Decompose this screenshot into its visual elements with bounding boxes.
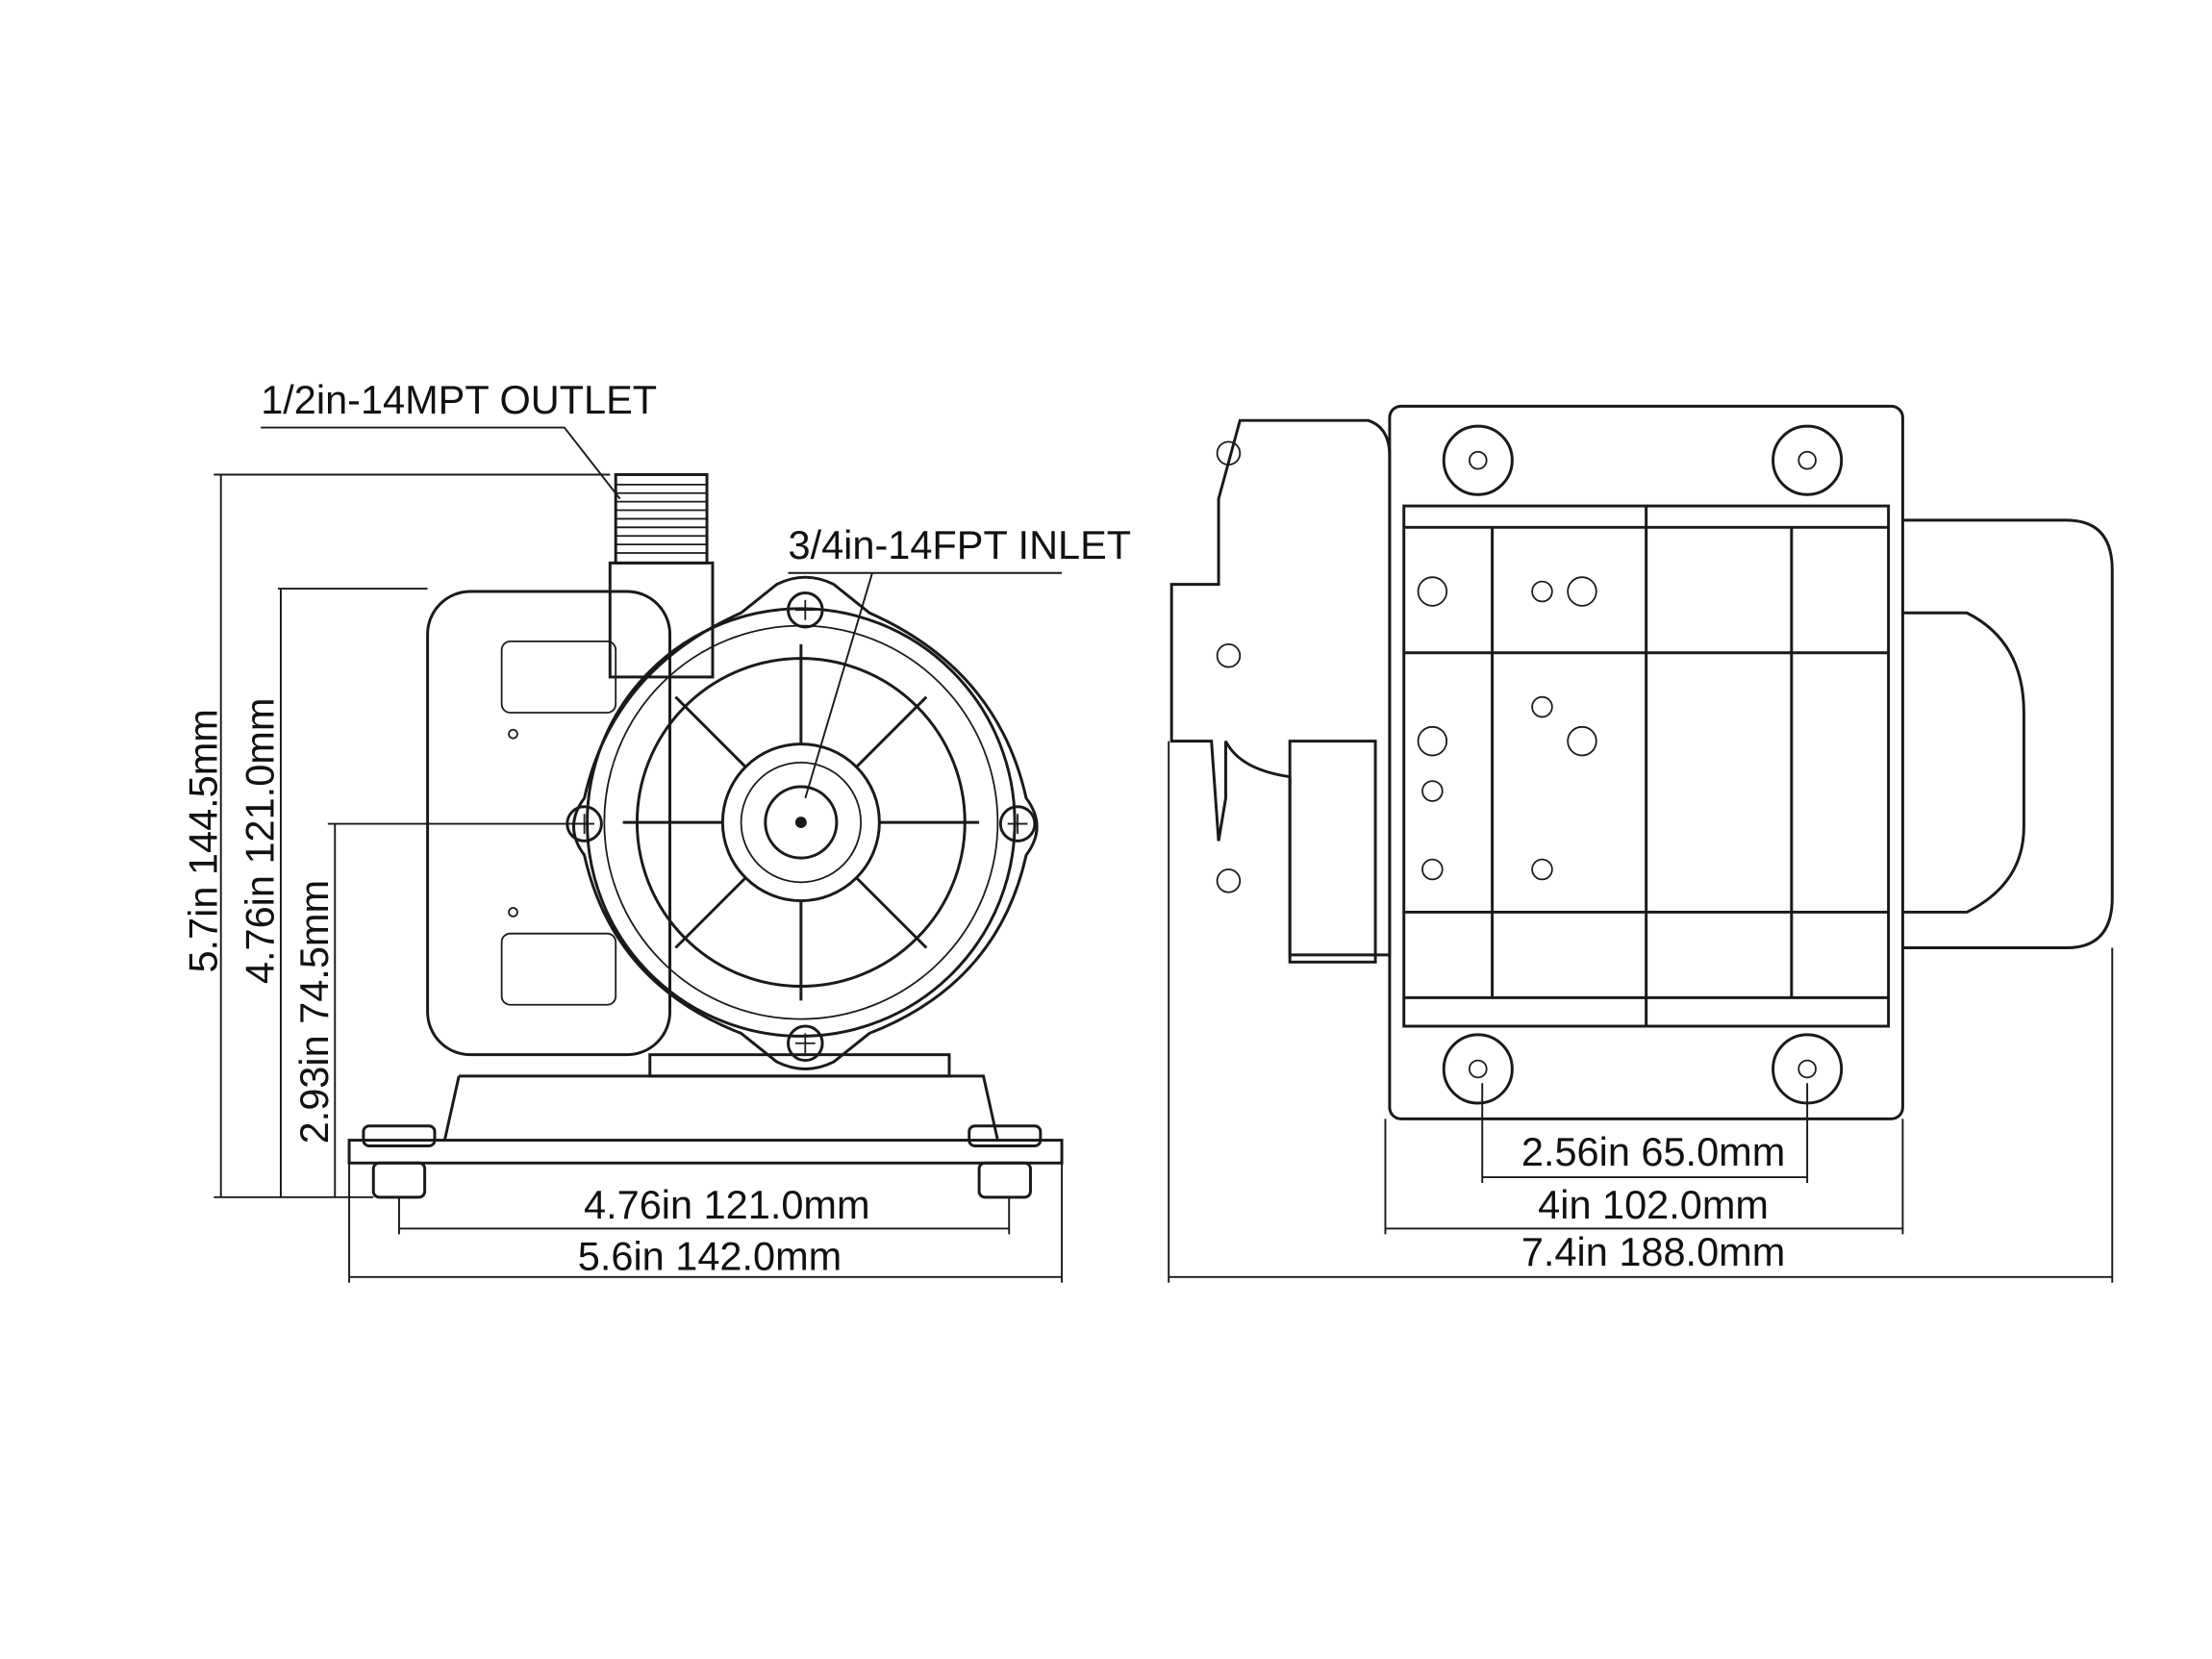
dim-width-total: 5.6in 142.0mm xyxy=(578,1233,842,1278)
dim-width-holes: 2.56in 65.0mm xyxy=(1521,1129,1785,1174)
inlet-label: 3/4in-14FPT INLET xyxy=(789,522,1132,567)
mounting-base xyxy=(347,1053,1064,1199)
dim-height-center: 2.93in 74.5mm xyxy=(291,880,337,1144)
dim-length-total: 7.4in 188.0mm xyxy=(1521,1229,1785,1274)
dim-height-body: 4.76in 121.0mm xyxy=(238,698,283,984)
screw-icon xyxy=(566,591,1037,1063)
side-view: 2.56in 65.0mm 4in 102.0mm 7.4in 188.0mm xyxy=(1168,404,2114,1283)
pump-volute xyxy=(572,575,1039,1070)
front-view: 5.7in 144.5mm 4.76in 121.0mm 2.93in 74.5… xyxy=(180,377,1131,1283)
dim-height-total: 5.7in 144.5mm xyxy=(180,709,225,972)
outlet-pipe xyxy=(608,473,715,679)
mount-hole-icon xyxy=(1442,424,1844,1105)
dim-width-mount: 4.76in 121.0mm xyxy=(584,1182,869,1227)
dim-width-body: 4in 102.0mm xyxy=(1538,1182,1769,1227)
outlet-label: 1/2in-14MPT OUTLET xyxy=(261,377,657,422)
